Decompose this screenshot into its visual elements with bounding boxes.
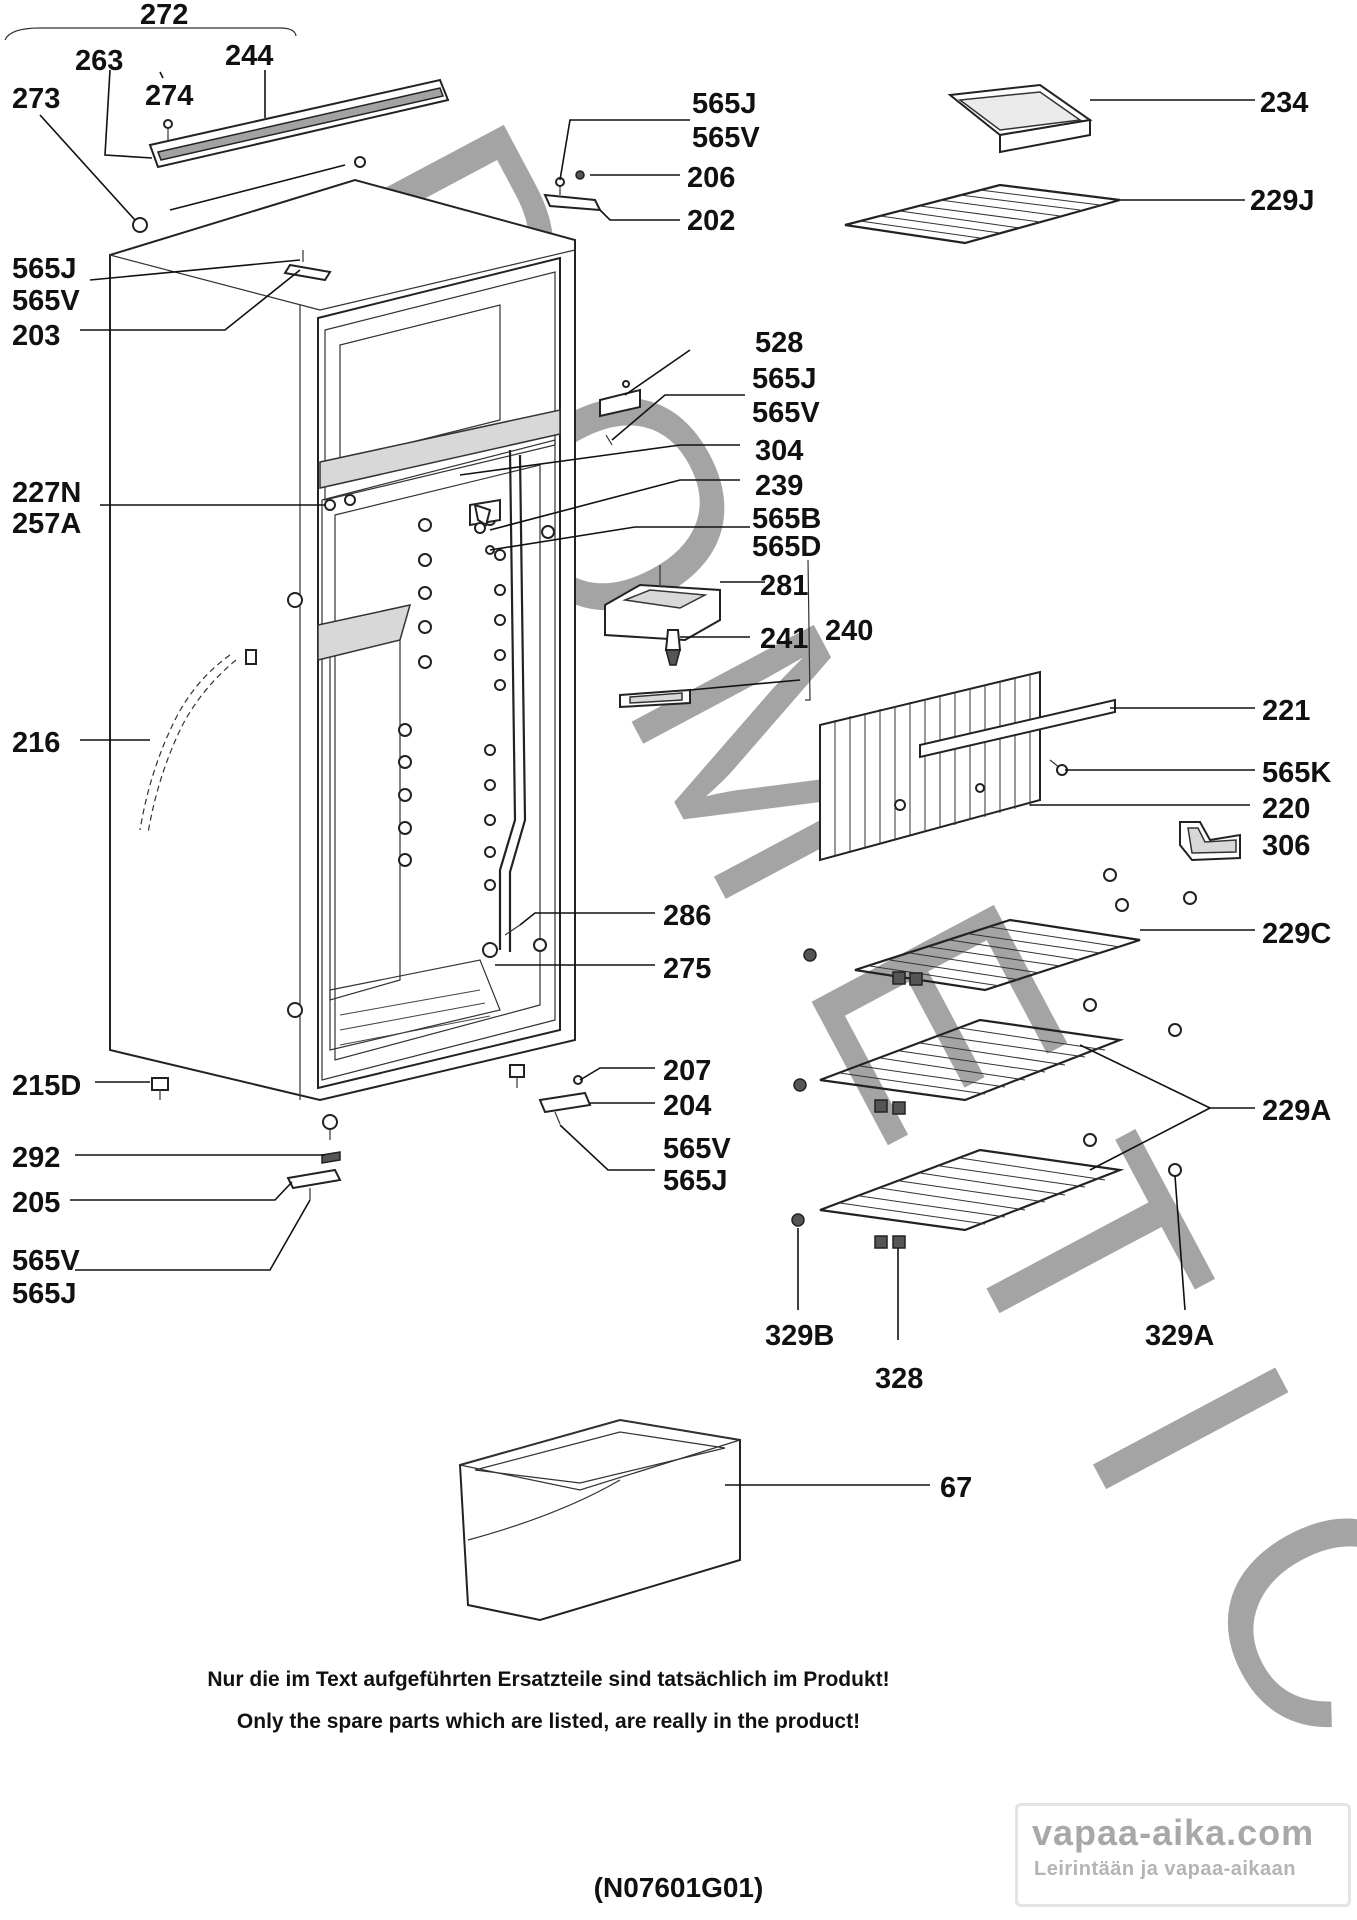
label-329a: 329A xyxy=(1145,1320,1214,1352)
label-565d: 565D xyxy=(752,531,821,563)
label-241: 241 xyxy=(760,623,808,655)
fridge-shelf-229c xyxy=(803,868,1197,992)
bottom-feet-and-hinges xyxy=(151,1064,592,1200)
label-565v-top: 565V xyxy=(692,122,760,154)
ice-cube-tray xyxy=(947,83,1093,154)
label-565j-br: 565J xyxy=(663,1165,728,1197)
label-281: 281 xyxy=(760,570,808,602)
top-hinge-parts xyxy=(283,170,602,282)
label-229c: 229C xyxy=(1262,918,1331,950)
note-german: Nur die im Text aufgeführten Ersatzteile… xyxy=(207,1668,890,1691)
label-229j: 229J xyxy=(1250,185,1315,217)
label-206: 206 xyxy=(687,162,735,194)
label-565v-bl: 565V xyxy=(12,1245,80,1277)
label-205: 205 xyxy=(12,1187,60,1219)
label-565v-br: 565V xyxy=(663,1133,731,1165)
label-275: 275 xyxy=(663,953,711,985)
label-528: 528 xyxy=(755,327,803,359)
door-bin-67 xyxy=(458,1418,741,1622)
note-english: Only the spare parts which are listed, a… xyxy=(236,1710,861,1733)
label-565k: 565K xyxy=(1262,757,1331,789)
drawing-code: (N07601G01) xyxy=(593,1872,764,1903)
watermark-letter-e: E xyxy=(743,852,1134,1186)
label-244: 244 xyxy=(225,40,273,72)
label-565j-mid: 565J xyxy=(752,363,817,395)
label-234: 234 xyxy=(1260,87,1308,119)
label-203: 203 xyxy=(12,320,60,352)
label-263: 263 xyxy=(75,45,123,77)
logo-main-text: vapaa-aika.com xyxy=(1032,1812,1315,1853)
label-274: 274 xyxy=(145,80,193,112)
label-202: 202 xyxy=(687,205,735,237)
fridge-cabinet xyxy=(109,156,576,1102)
label-220: 220 xyxy=(1262,793,1310,825)
top-cover-assembly xyxy=(4,27,450,169)
label-207: 207 xyxy=(663,1055,711,1087)
label-304: 304 xyxy=(755,435,803,467)
label-565j-bl: 565J xyxy=(12,1278,77,1310)
label-286: 286 xyxy=(663,900,711,932)
fridge-shelf-229a-lower xyxy=(791,1133,1182,1249)
label-565j-top: 565J xyxy=(692,88,757,120)
label-239: 239 xyxy=(755,470,803,502)
label-565v-mid: 565V xyxy=(752,397,820,429)
label-272: 272 xyxy=(140,0,188,31)
label-565v-left: 565V xyxy=(12,285,80,317)
label-328: 328 xyxy=(875,1363,923,1395)
fridge-shelf-229a-upper xyxy=(793,998,1182,1115)
label-329b: 329B xyxy=(765,1320,834,1352)
label-565j-left: 565J xyxy=(12,253,77,285)
label-221: 221 xyxy=(1262,695,1310,727)
lamp-assembly-240 xyxy=(604,559,811,709)
label-67: 67 xyxy=(940,1472,972,1504)
label-204: 204 xyxy=(663,1090,711,1122)
label-273: 273 xyxy=(12,83,60,115)
label-565b: 565B xyxy=(752,503,821,535)
watermark-letter-c: C xyxy=(1133,1442,1357,1791)
part-labels: 272 263 244 273 274 565J 565V 206 202 56… xyxy=(12,0,1331,1504)
label-215d: 215D xyxy=(12,1070,81,1102)
cooling-fins-220 xyxy=(819,670,1116,862)
clip-306 xyxy=(1179,821,1241,862)
leader-lines xyxy=(39,99,1255,1486)
freezer-shelf-wire xyxy=(844,183,1121,245)
label-216: 216 xyxy=(12,727,60,759)
label-306: 306 xyxy=(1262,830,1310,862)
label-292: 292 xyxy=(12,1142,60,1174)
label-227n: 227N xyxy=(12,477,81,509)
vapaa-aika-logo: vapaa-aika.com Leirintään ja vapaa-aikaa… xyxy=(1015,1803,1351,1907)
label-240: 240 xyxy=(825,615,873,647)
label-229a: 229A xyxy=(1262,1095,1331,1127)
floor-grid xyxy=(339,989,491,1046)
logo-sub-text: Leirintään ja vapaa-aikaan xyxy=(1034,1858,1297,1880)
label-257a: 257A xyxy=(12,508,81,540)
